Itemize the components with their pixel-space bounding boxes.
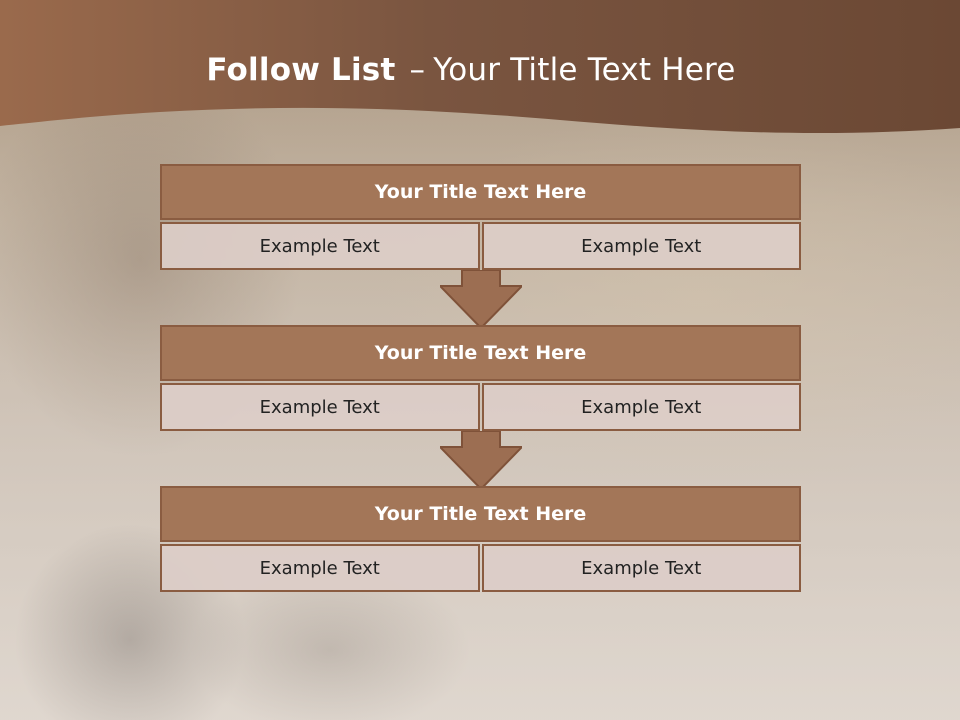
block-row: Example Text Example Text: [160, 222, 801, 270]
block-cell-left: Example Text: [160, 383, 480, 431]
down-arrow-icon: [440, 270, 522, 328]
list-block: Your Title Text Here Example Text Exampl…: [160, 164, 801, 270]
title-bold-text: Follow List: [206, 52, 396, 88]
block-title: Your Title Text Here: [160, 486, 801, 542]
block-row: Example Text Example Text: [160, 383, 801, 431]
header-banner: [0, 0, 960, 134]
block-title: Your Title Text Here: [160, 325, 801, 381]
title-separator: –: [409, 52, 426, 88]
block-cell-right: Example Text: [481, 222, 801, 270]
list-block: Your Title Text Here Example Text Exampl…: [160, 325, 801, 431]
list-block: Your Title Text Here Example Text Exampl…: [160, 486, 801, 592]
block-cell-right: Example Text: [481, 544, 801, 592]
block-row: Example Text Example Text: [160, 544, 801, 592]
title-rest-text: Your Title Text Here: [433, 52, 736, 88]
down-arrow-icon: [440, 431, 522, 489]
block-cell-left: Example Text: [160, 222, 480, 270]
block-cell-right: Example Text: [481, 383, 801, 431]
block-cell-left: Example Text: [160, 544, 480, 592]
block-title: Your Title Text Here: [160, 164, 801, 220]
slide-title: Follow List–Your Title Text Here: [0, 52, 942, 88]
